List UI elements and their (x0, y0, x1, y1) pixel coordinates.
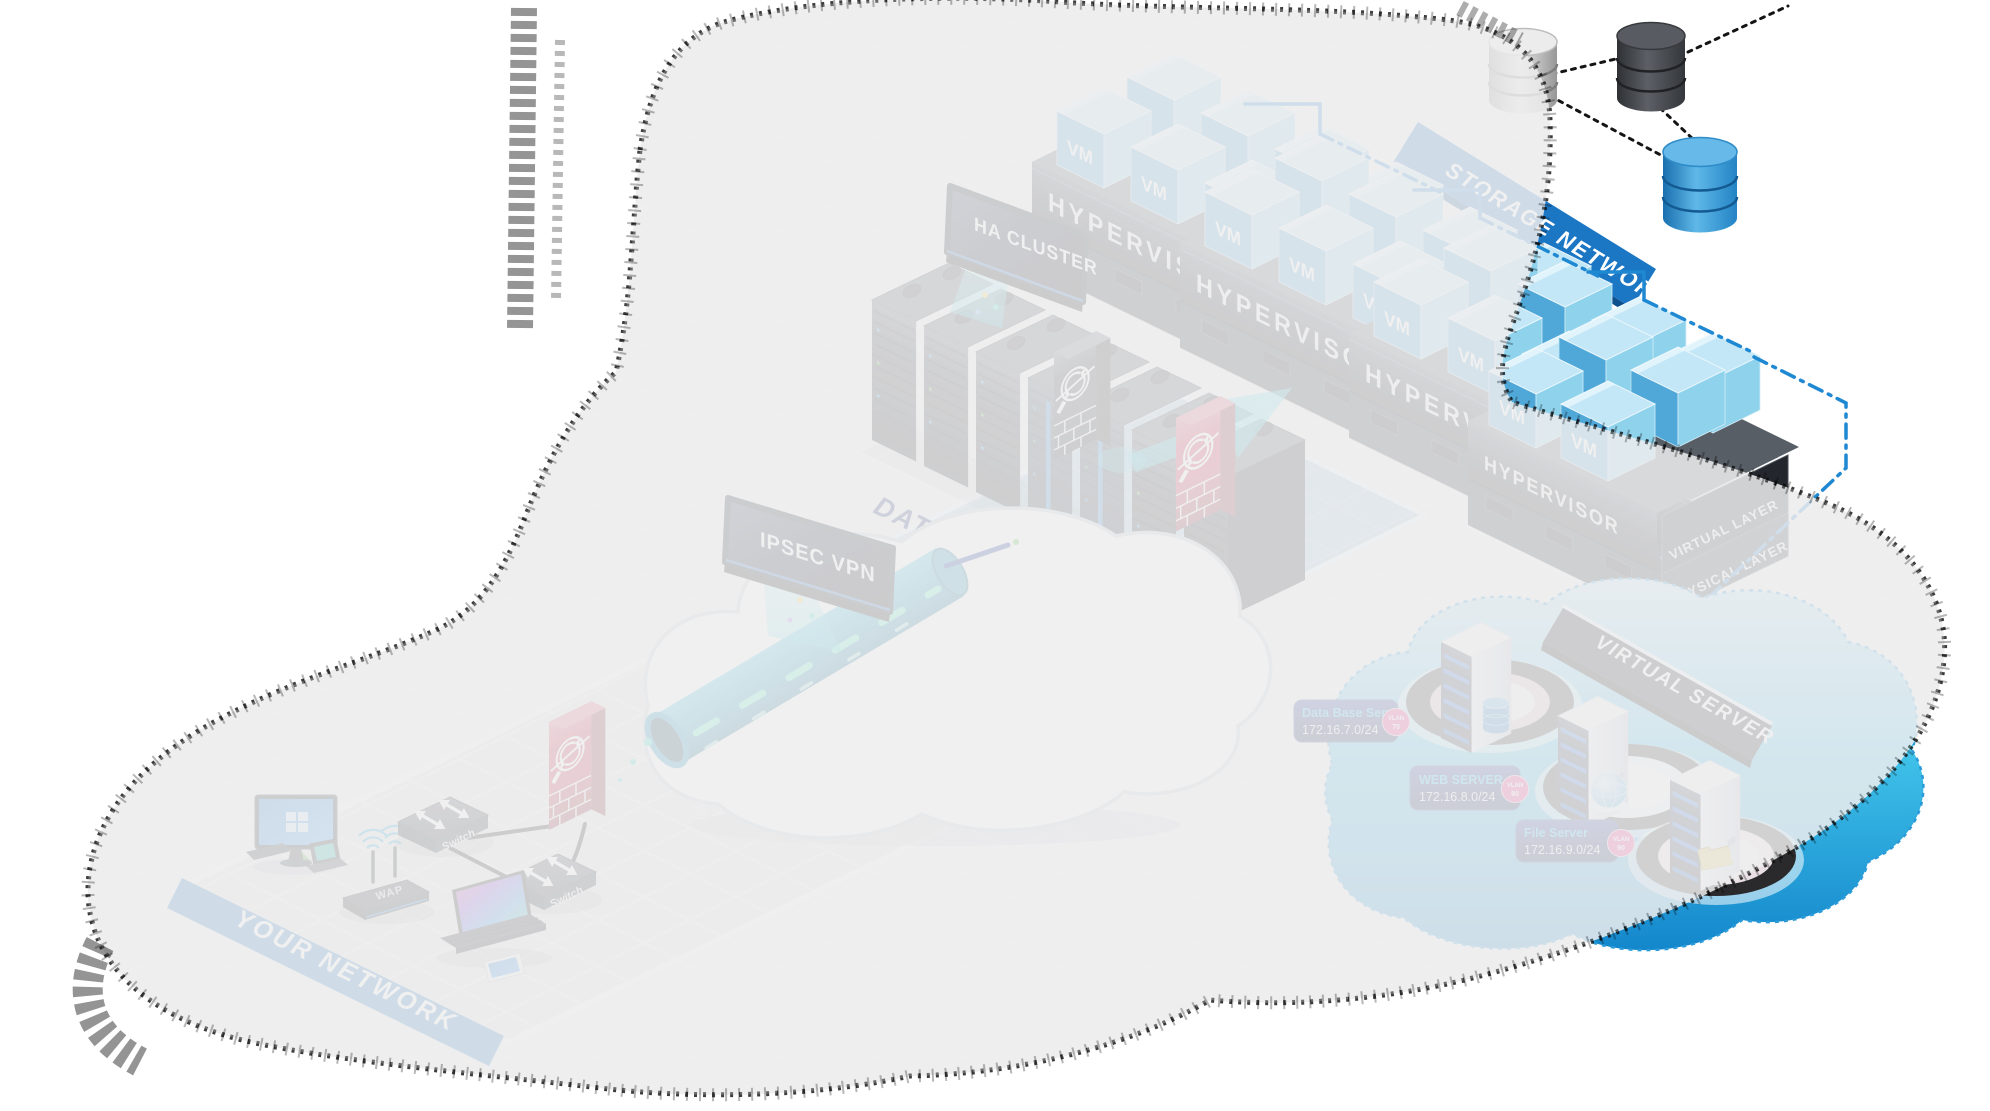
storage-links (1548, 4, 1790, 162)
storage-db-dark (1615, 21, 1687, 112)
torn-edge-decoration (72, 0, 1945, 1095)
storage-db-blue (1661, 136, 1739, 233)
